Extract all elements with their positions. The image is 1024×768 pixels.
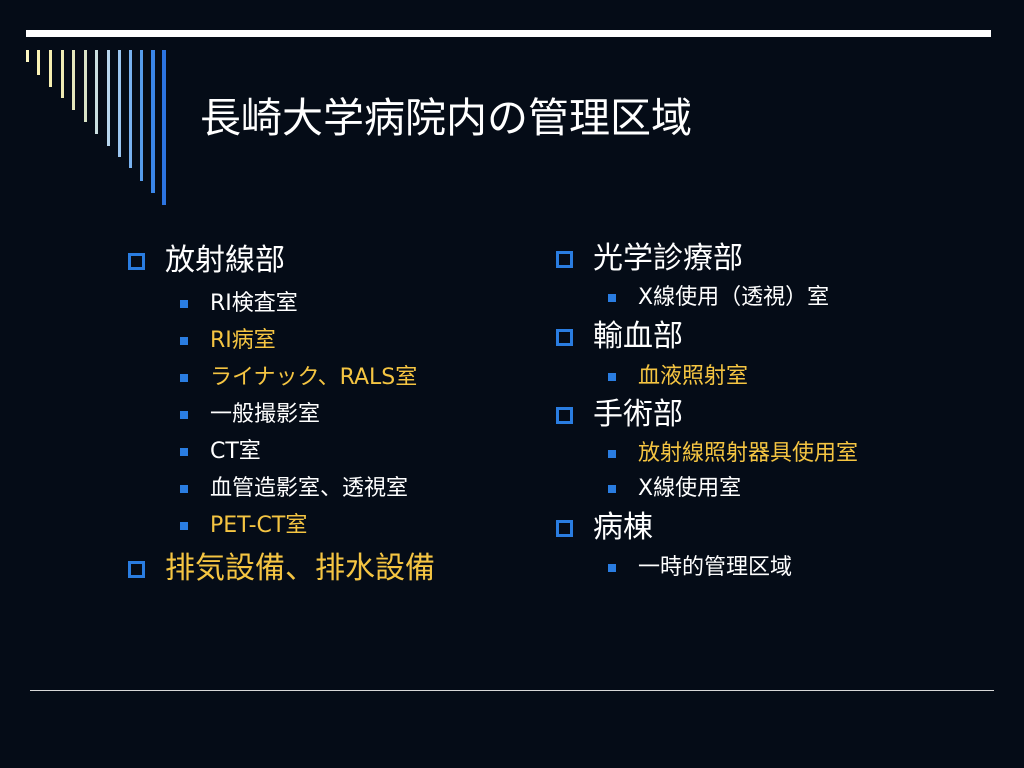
list-item-label: ライナック、RALS室 <box>210 365 418 390</box>
list-item-label: PET-CT室 <box>210 513 308 538</box>
filled-square-bullet-icon <box>180 337 188 345</box>
list-item-label: CT室 <box>210 439 261 464</box>
filled-square-bullet-icon <box>608 450 616 458</box>
section-label: 放射線部 <box>165 243 285 278</box>
filled-square-bullet-icon <box>180 522 188 530</box>
list-item-label: 血管造影室、透視室 <box>210 476 409 501</box>
filled-square-bullet-icon <box>180 485 188 493</box>
hollow-square-bullet-icon <box>556 520 573 537</box>
section-label: 輸血部 <box>593 319 683 354</box>
hollow-square-bullet-icon <box>556 329 573 346</box>
filled-square-bullet-icon <box>180 300 188 308</box>
filled-square-bullet-icon <box>180 448 188 456</box>
hollow-square-bullet-icon <box>556 407 573 424</box>
section-label: 光学診療部 <box>593 241 743 276</box>
filled-square-bullet-icon <box>180 374 188 382</box>
bottom-rule <box>30 690 994 691</box>
section-label: 排気設備、排水設備 <box>165 551 435 586</box>
list-item-label: RI病室 <box>210 328 276 353</box>
list-item-label: X線使用室 <box>638 476 742 501</box>
hollow-square-bullet-icon <box>128 253 145 270</box>
filled-square-bullet-icon <box>608 564 616 572</box>
filled-square-bullet-icon <box>608 294 616 302</box>
decorative-stripes <box>26 50 166 205</box>
list-item-label: RI検査室 <box>210 291 298 316</box>
hollow-square-bullet-icon <box>128 561 145 578</box>
page-title: 長崎大学病院内の管理区域 <box>200 94 692 142</box>
hollow-square-bullet-icon <box>556 251 573 268</box>
section-label: 病棟 <box>593 510 653 545</box>
section-label: 手術部 <box>593 397 683 432</box>
list-item-label: X線使用（透視）室 <box>638 285 830 310</box>
list-item-label: 一時的管理区域 <box>638 555 793 580</box>
filled-square-bullet-icon <box>608 373 616 381</box>
list-item-label: 一般撮影室 <box>210 402 321 427</box>
list-item-label: 血液照射室 <box>638 364 749 389</box>
top-rule <box>26 30 991 37</box>
list-item-label: 放射線照射器具使用室 <box>638 441 859 466</box>
filled-square-bullet-icon <box>180 411 188 419</box>
filled-square-bullet-icon <box>608 485 616 493</box>
